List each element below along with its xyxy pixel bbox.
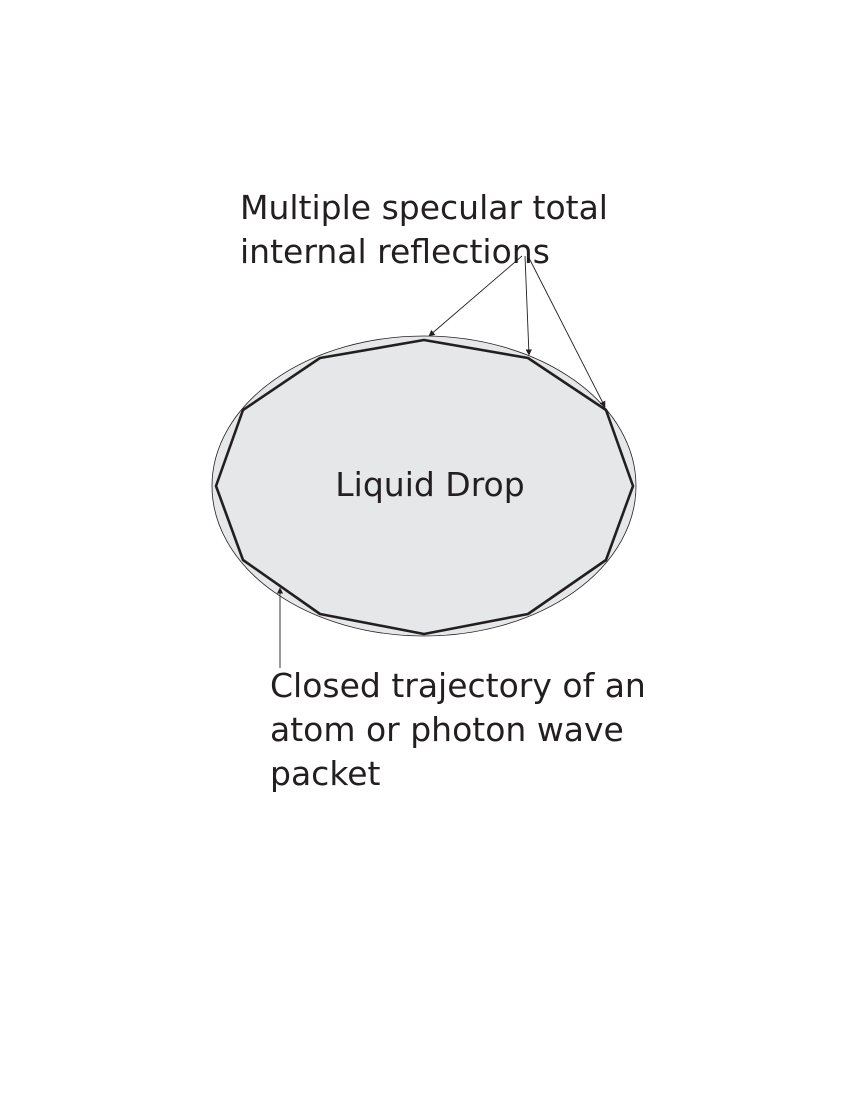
reflection-arrow-2 — [524, 255, 532, 356]
trajectory-label: Closed trajectory of an atom or photon w… — [270, 666, 656, 793]
liquid-drop — [211, 335, 637, 637]
trajectory-label-line-2: atom or photon wave — [270, 710, 624, 749]
reflection-arrow-1 — [428, 255, 523, 337]
reflections-label-line-1: Multiple specular total — [240, 188, 608, 227]
liquid-drop-label: Liquid Drop — [335, 465, 524, 504]
closed-trajectory-path — [214, 338, 635, 636]
trajectory-label-line-3: packet — [270, 754, 381, 793]
trajectory-label-line-1: Closed trajectory of an — [270, 666, 646, 705]
reflections-label: Multiple specular total internal reflect… — [240, 188, 618, 271]
reflections-label-line-2: internal reflections — [240, 232, 550, 271]
reflection-arrow-3 — [527, 255, 606, 408]
